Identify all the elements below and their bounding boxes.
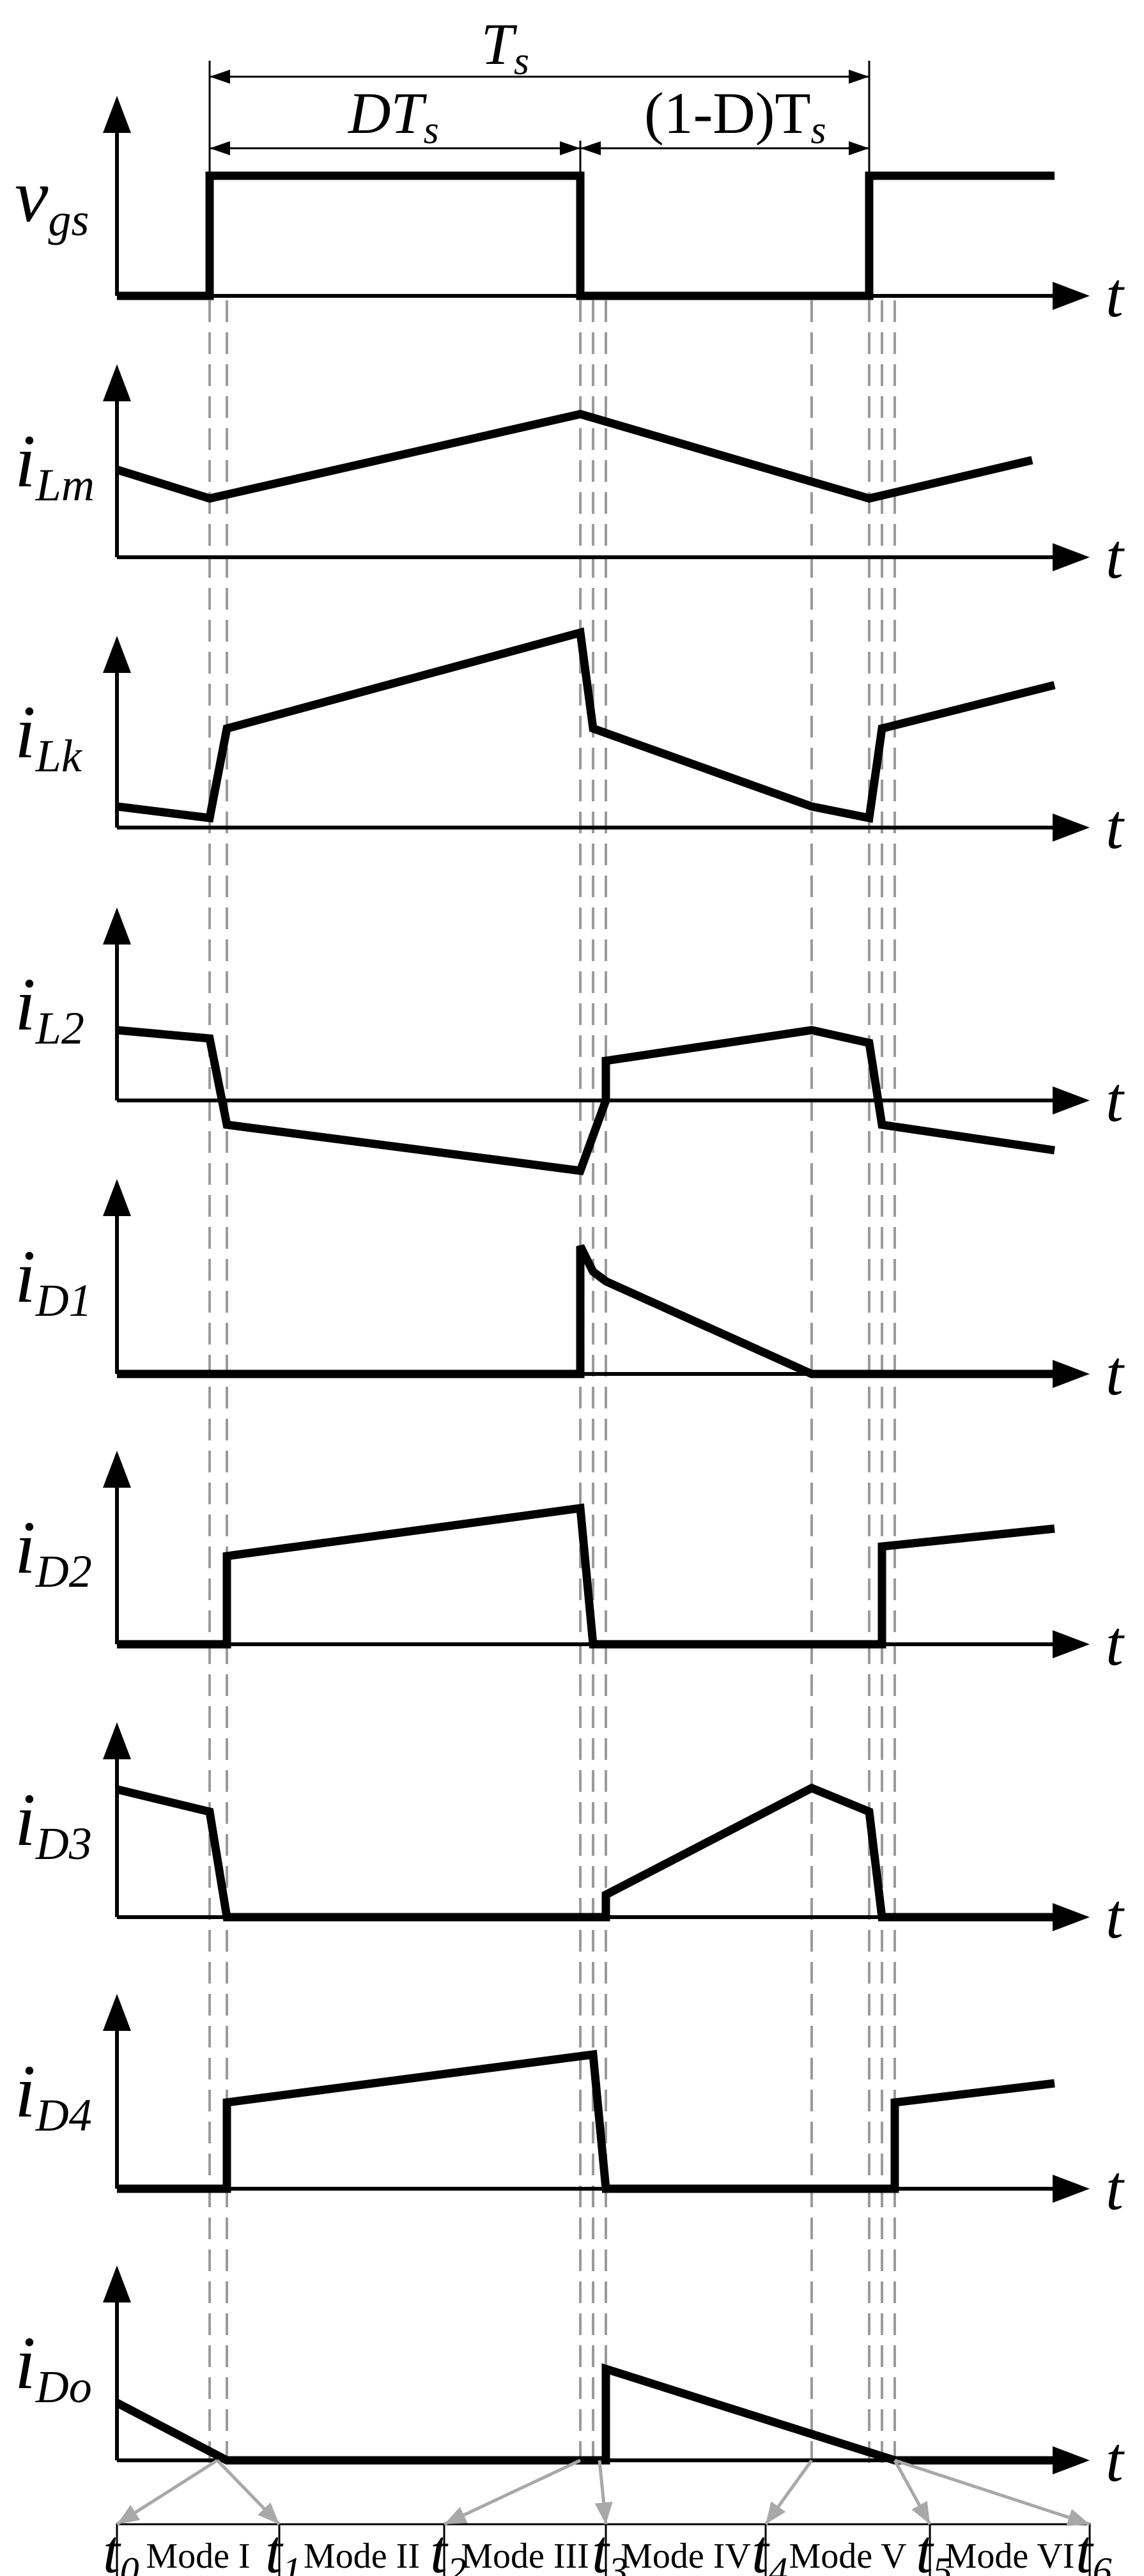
axis-d4: iD4 t — [15, 1994, 1125, 2223]
signal-label-2: iLk — [15, 690, 83, 782]
mode-strip: Mode I Mode II Mode III Mode IV Mode V Mode V… — [103, 2458, 1112, 2576]
waveform-id3 — [116, 1783, 1055, 1922]
signal-axes: vgs t iLm t iLk t iL2 t iD1 t iD2 t iD3 t iD4 t iDo t — [15, 96, 1125, 2495]
signal-label-4: iD1 — [15, 1235, 92, 1326]
axis-lm: iLm t — [15, 364, 1125, 592]
waveform-il2 — [116, 1026, 1055, 1176]
instant-label-t2: t2 — [430, 2517, 467, 2576]
period-label: Ts — [481, 12, 529, 83]
on-time-label: DTs — [347, 81, 439, 152]
instant-label-t5: t5 — [916, 2517, 952, 2576]
instant-label-t1: t1 — [265, 2517, 302, 2576]
waveform-id2 — [117, 1503, 1055, 1649]
time-axis-label-8: t — [1106, 2424, 1125, 2495]
waveform-ilm — [116, 410, 1033, 503]
signal-label-6: iD3 — [15, 1778, 92, 1869]
mode-arrow-head-3 — [594, 2501, 613, 2524]
time-axis-label-4: t — [1106, 1338, 1125, 1408]
axis-lk: iLk t — [15, 636, 1125, 862]
signal-label-0: vgs — [15, 154, 89, 245]
mode-label-5: Mode V — [789, 2536, 906, 2576]
time-axis-label-5: t — [1106, 1608, 1125, 1679]
time-axis-label-7: t — [1106, 2152, 1125, 2223]
signal-label-7: iD4 — [15, 2049, 92, 2141]
waveform-id1 — [117, 1244, 1055, 1378]
instant-label-t0: t0 — [103, 2517, 139, 2576]
signal-label-3: iL2 — [15, 962, 84, 1054]
time-axis-label-6: t — [1106, 1881, 1125, 1952]
waveforms — [114, 171, 1056, 2465]
mode-arrow-head-0 — [117, 2504, 141, 2524]
mode-label-4: Mode IV — [621, 2536, 751, 2576]
instant-label-t3: t3 — [592, 2517, 628, 2576]
time-axis-label-2: t — [1106, 791, 1125, 862]
time-axis-label-1: t — [1106, 521, 1125, 592]
waveform-ilk — [116, 627, 1056, 823]
instant-label-t6: t6 — [1076, 2517, 1112, 2576]
mode-arrow-head-1 — [258, 2502, 279, 2524]
mode-arrow-head-6 — [1066, 2509, 1090, 2526]
mode-label-6: Mode VI — [945, 2536, 1075, 2576]
mode-arrow-head-5 — [911, 2501, 930, 2524]
waveform-ido — [114, 2363, 1055, 2465]
time-axis-label-3: t — [1106, 1064, 1125, 1135]
mode-arrows — [116, 2458, 1090, 2526]
axis-l2: iL2 t — [15, 907, 1125, 1135]
mode-label-3: Mode III — [461, 2536, 589, 2576]
time-axis-label-0: t — [1106, 259, 1125, 330]
mode-label-1: Mode I — [146, 2536, 250, 2576]
mode-arrow-head-2 — [444, 2506, 468, 2524]
period-dimension: Ts DTs (1-D)Ts — [208, 12, 870, 173]
dashed-guide-lines — [208, 300, 896, 2467]
off-time-label: (1-D)Ts — [644, 81, 826, 152]
signal-label-8: iDo — [15, 2321, 92, 2412]
mode-label-2: Mode II — [304, 2536, 420, 2576]
waveform-id4 — [117, 2049, 1055, 2193]
mode-arrow-head-4 — [766, 2501, 786, 2524]
instant-label-t4: t4 — [752, 2517, 788, 2576]
waveform-vgs — [117, 171, 1055, 300]
signal-label-5: iD2 — [15, 1506, 92, 1597]
signal-label-1: iLm — [15, 419, 95, 511]
